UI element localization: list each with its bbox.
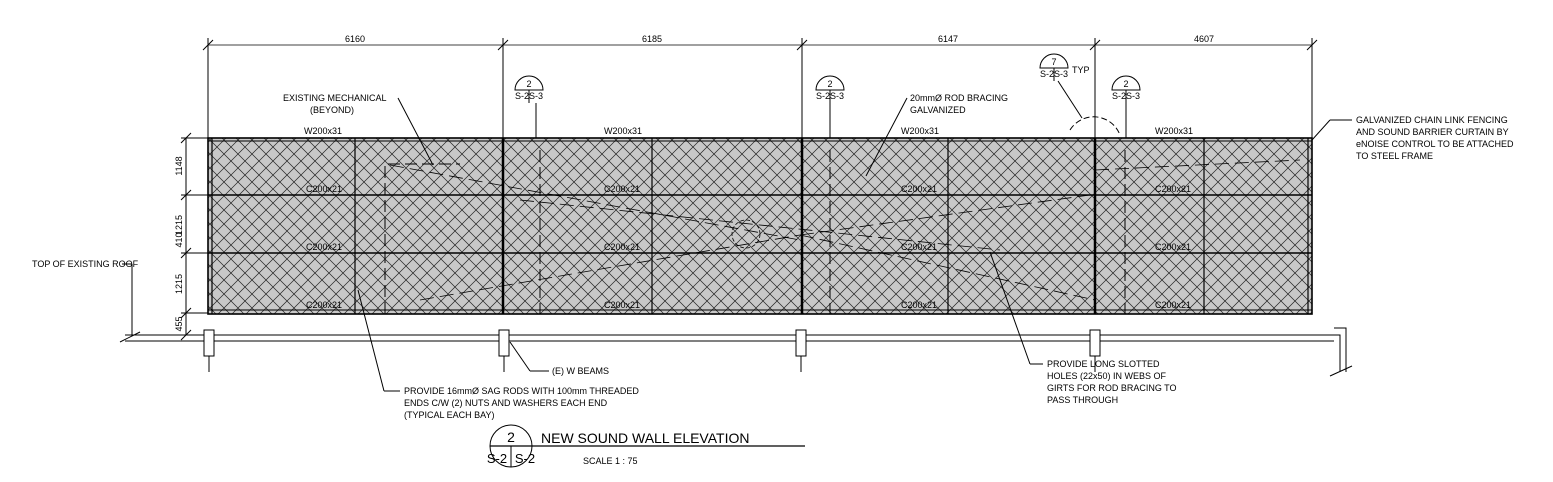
drawing-title-block	[489, 424, 805, 468]
existing-w-beams	[203, 329, 1101, 372]
section-mark-1: 2 S-2 S-3	[514, 75, 544, 138]
girt-label-10: C200x21	[604, 300, 640, 310]
fencing-leader-2	[1311, 119, 1331, 141]
span-dim-2: 6185	[642, 34, 662, 44]
height-dim-2: 1215	[174, 215, 184, 235]
span-dim-4: 4607	[1194, 34, 1214, 44]
slotted-holes-callout-line4: PASS THROUGH	[1047, 395, 1118, 405]
slotted-holes-callout-line2: HOLES (22x50) IN WEBS OF	[1047, 371, 1167, 381]
girt-label-2: C200x21	[604, 184, 640, 194]
detail-mark-typ: 7 S-2 S-3	[1039, 53, 1121, 136]
title-block-number: 2	[507, 429, 515, 445]
girt-label-12: C200x21	[1155, 300, 1191, 310]
existing-mechanical-callout-line1: EXISTING MECHANICAL	[283, 93, 387, 103]
top-beam-label-4: W200x31	[1155, 126, 1193, 136]
top-dimension-line	[202, 38, 1318, 138]
interior-detail-bubble	[731, 219, 761, 249]
title-block-sheet-b: S-2	[515, 451, 535, 466]
fencing-callout-line1: GALVANIZED CHAIN LINK FENCING	[1356, 115, 1508, 125]
top-beam-label-2: W200x31	[604, 126, 642, 136]
chain-link-fencing	[208, 138, 1312, 314]
girt-label-11: C200x21	[901, 300, 937, 310]
steel-frame	[207, 137, 1313, 315]
w-beams-leader-2	[509, 341, 531, 372]
section-mark-2-num: 2	[827, 79, 832, 89]
section-mark-3-sheet-a: S-2	[1112, 91, 1126, 101]
fencing-callout-line2: AND SOUND BARRIER CURTAIN BY	[1356, 127, 1509, 137]
section-mark-3-sheet-b: S-3	[1126, 91, 1140, 101]
fencing-callout-line3: eNOISE CONTROL TO BE ATTACHED	[1356, 139, 1514, 149]
girt-label-1: C200x21	[306, 184, 342, 194]
girt-label-8: C200x21	[1155, 242, 1191, 252]
sag-rods-leader-2	[357, 289, 385, 392]
existing-roof-line	[119, 263, 1353, 377]
girt-label-6: C200x21	[604, 242, 640, 252]
rod-bracing-callout-line1: 20mmØ ROD BRACING	[910, 93, 1008, 103]
drawing-title: NEW SOUND WALL ELEVATION	[541, 430, 749, 446]
roof-label: TOP OF EXISTING ROOF	[32, 259, 139, 269]
section-mark-2: 2 S-2 S-3	[815, 75, 845, 138]
detail-mark-typ-sheet-a: S-2	[1040, 69, 1054, 79]
section-mark-1-sheet-a: S-2	[515, 91, 529, 101]
existing-mechanical-callout-line2: (BEYOND)	[310, 105, 354, 115]
section-mark-1-sheet-b: S-3	[529, 91, 543, 101]
span-dim-3: 6147	[938, 34, 958, 44]
section-mark-2-sheet-a: S-2	[816, 91, 830, 101]
existing-mechanical-outline	[384, 150, 1126, 314]
section-mark-3-num: 2	[1123, 79, 1128, 89]
rod-bracing	[389, 159, 1301, 301]
section-mark-2-sheet-b: S-3	[830, 91, 844, 101]
height-dim-1: 1148	[174, 156, 184, 175]
sag-rods-callout-line3: (TYPICAL EACH BAY)	[404, 410, 495, 420]
left-dimension-line	[180, 132, 208, 341]
girt-label-3: C200x21	[901, 184, 937, 194]
height-dim-4: 455	[174, 316, 184, 331]
existing-mechanical-leader	[397, 97, 434, 166]
top-beam-label-1: W200x31	[304, 126, 342, 136]
slotted-holes-callout-line1: PROVIDE LONG SLOTTED	[1047, 359, 1160, 369]
height-dim-3: 1215	[174, 274, 184, 294]
fencing-callout-line4: TO STEEL FRAME	[1356, 151, 1433, 161]
slotted-holes-leader-2	[989, 251, 1031, 365]
top-beam-label-3: W200x31	[901, 126, 939, 136]
section-mark-1-num: 2	[526, 79, 531, 89]
overlap-dim: 410	[174, 232, 184, 247]
title-block-sheet-a: S-2	[487, 451, 507, 466]
typ-label: TYP	[1072, 65, 1090, 75]
girt-label-4: C200x21	[1155, 184, 1191, 194]
slotted-holes-callout-line3: GIRTS FOR ROD BRACING TO	[1047, 383, 1177, 393]
span-dim-1: 6160	[345, 34, 365, 44]
rod-bracing-callout-line2: GALVANIZED	[910, 105, 966, 115]
girt-label-9: C200x21	[306, 300, 342, 310]
detail-mark-typ-sheet-b: S-3	[1054, 69, 1068, 79]
w-beams-label: (E) W BEAMS	[552, 366, 609, 376]
girt-label-5: C200x21	[306, 242, 342, 252]
section-mark-3: 2 S-2 S-3	[1111, 75, 1141, 138]
drawing-scale: SCALE 1 : 75	[583, 456, 638, 466]
sag-rods-callout-line2: ENDS C/W (2) NUTS AND WASHERS EACH END	[404, 398, 608, 408]
girt-label-7: C200x21	[901, 242, 937, 252]
detail-mark-typ-num: 7	[1051, 57, 1056, 67]
rod-bracing-leader	[865, 97, 908, 177]
sag-rods-callout-line1: PROVIDE 16mmØ SAG RODS WITH 100mm THREAD…	[404, 386, 639, 396]
